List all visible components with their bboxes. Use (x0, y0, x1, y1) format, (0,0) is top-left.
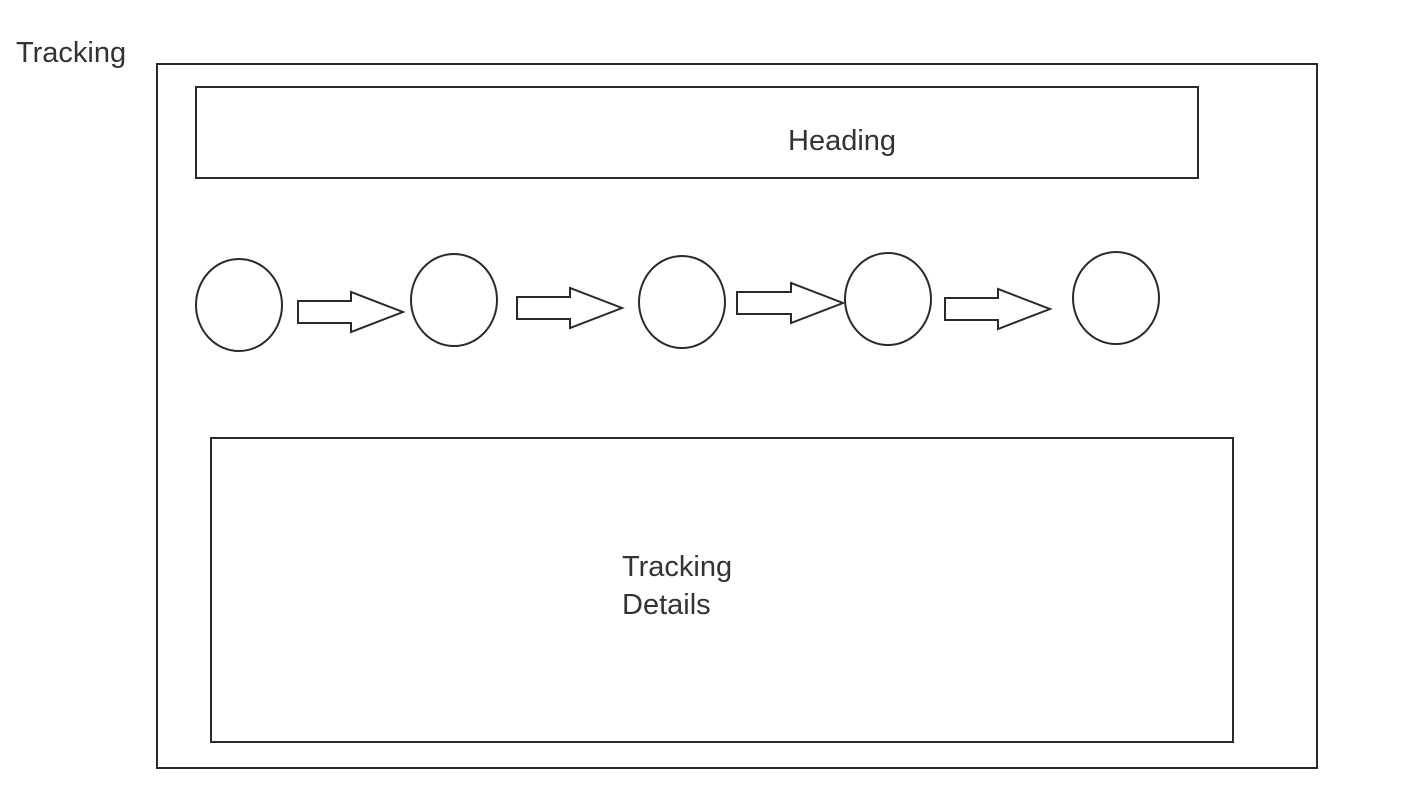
heading-text: Heading (788, 125, 897, 157)
tracking-details-box (210, 437, 1234, 743)
tracking-frame (156, 63, 1318, 769)
page-label: Tracking (16, 37, 127, 69)
tracking-arrow-2 (516, 286, 625, 330)
tracking-arrow-4 (944, 287, 1053, 331)
tracking-arrow-1 (297, 290, 406, 334)
tracking-step-circle-4 (844, 252, 932, 346)
heading-box (195, 86, 1199, 179)
tracking-arrows (297, 281, 1053, 334)
tracking-step-circle-2 (410, 253, 498, 347)
tracking-steps (195, 251, 1160, 352)
tracking-step-circle-5 (1072, 251, 1160, 345)
tracking-details-line-2: Details (622, 589, 711, 621)
tracking-details-line-1: Tracking (622, 551, 733, 583)
tracking-step-circle-3 (638, 255, 726, 349)
tracking-arrow-3 (736, 281, 846, 325)
tracking-step-circle-1 (195, 258, 283, 352)
tracking-details-text: Tracking Details (622, 548, 732, 624)
